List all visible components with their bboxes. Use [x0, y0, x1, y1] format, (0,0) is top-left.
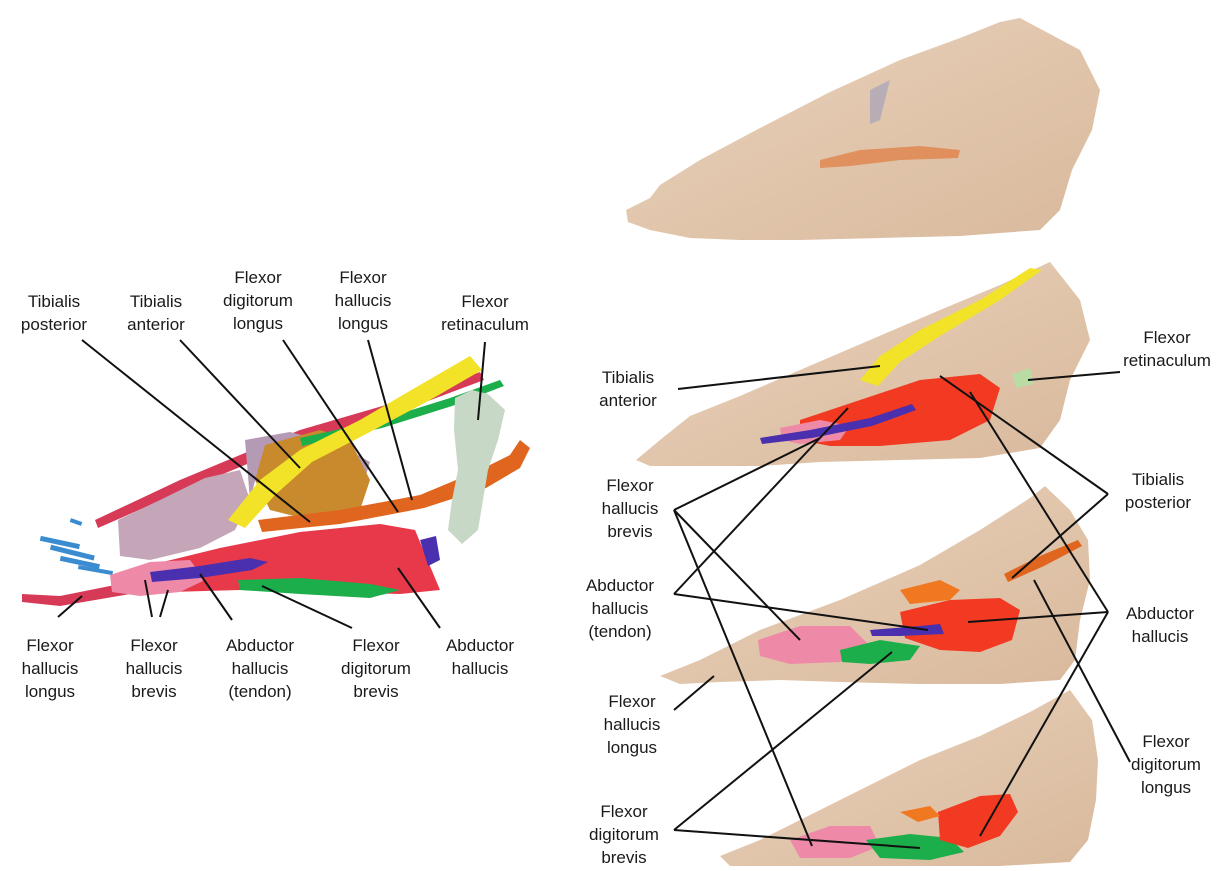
left-3d-model [22, 356, 530, 606]
foot-skin-outline [626, 18, 1100, 240]
foot-skin [626, 18, 1100, 240]
blue-fragments [40, 518, 113, 575]
foot-section-1 [636, 262, 1090, 466]
foot-section-3 [720, 690, 1098, 866]
foot-section-2 [660, 486, 1090, 684]
